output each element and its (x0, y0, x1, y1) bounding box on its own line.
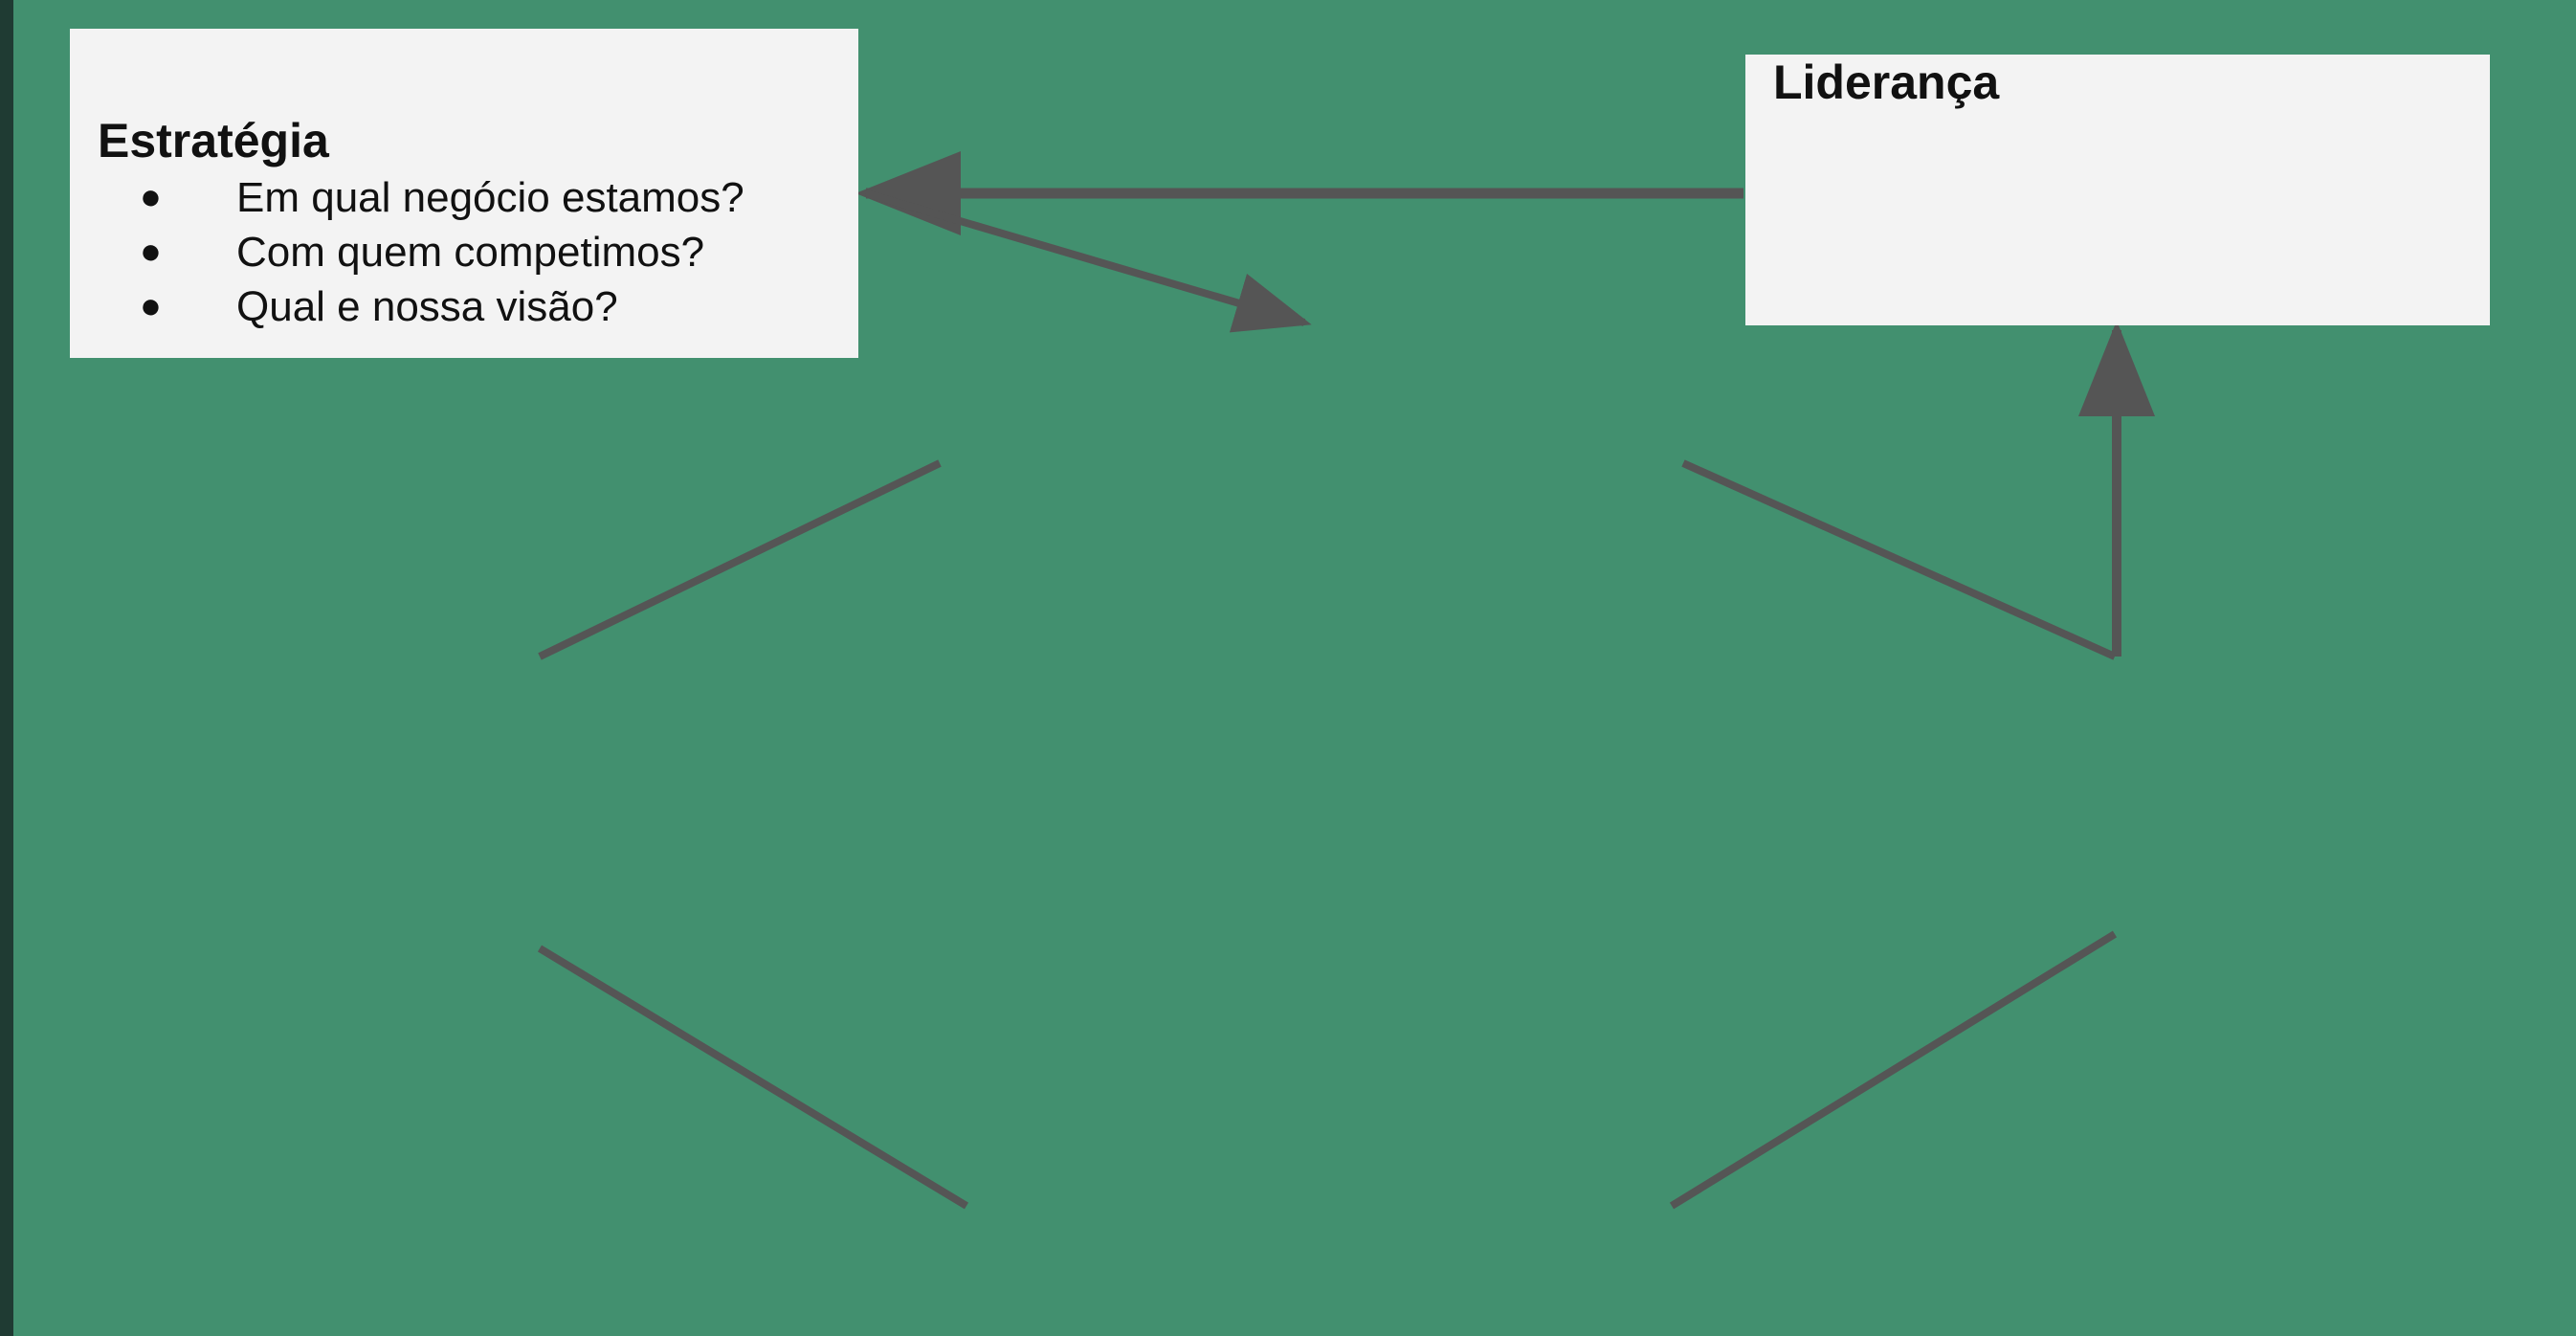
line-gente-to-formal (1669, 930, 2118, 1210)
bullet-icon: ● (140, 177, 162, 217)
lideranca-title: Liderança (1773, 56, 2000, 109)
list-item: ●Com quem competimos? (140, 225, 838, 279)
window-left-edge (0, 0, 13, 1336)
estrategia-box: Estratégia ●Em qual negócio estamos? ●Co… (70, 29, 858, 358)
estrategia-list: ●Em qual negócio estamos? ●Com quem comp… (140, 170, 838, 334)
lideranca-box: Liderança (1745, 55, 2490, 325)
arrow-estrategia-to-ksf (864, 189, 1312, 333)
line-ksf-to-cultura (538, 459, 942, 660)
bullet-icon: ● (140, 232, 162, 272)
bullet-icon: ● (140, 286, 162, 326)
list-item: ●Em qual negócio estamos? (140, 170, 838, 225)
line-ksf-to-gente (1681, 459, 2117, 660)
list-item: ●Qual e nossa visão? (140, 279, 838, 334)
estrategia-title: Estratégia (98, 114, 329, 167)
line-cultura-to-formal (537, 945, 969, 1210)
